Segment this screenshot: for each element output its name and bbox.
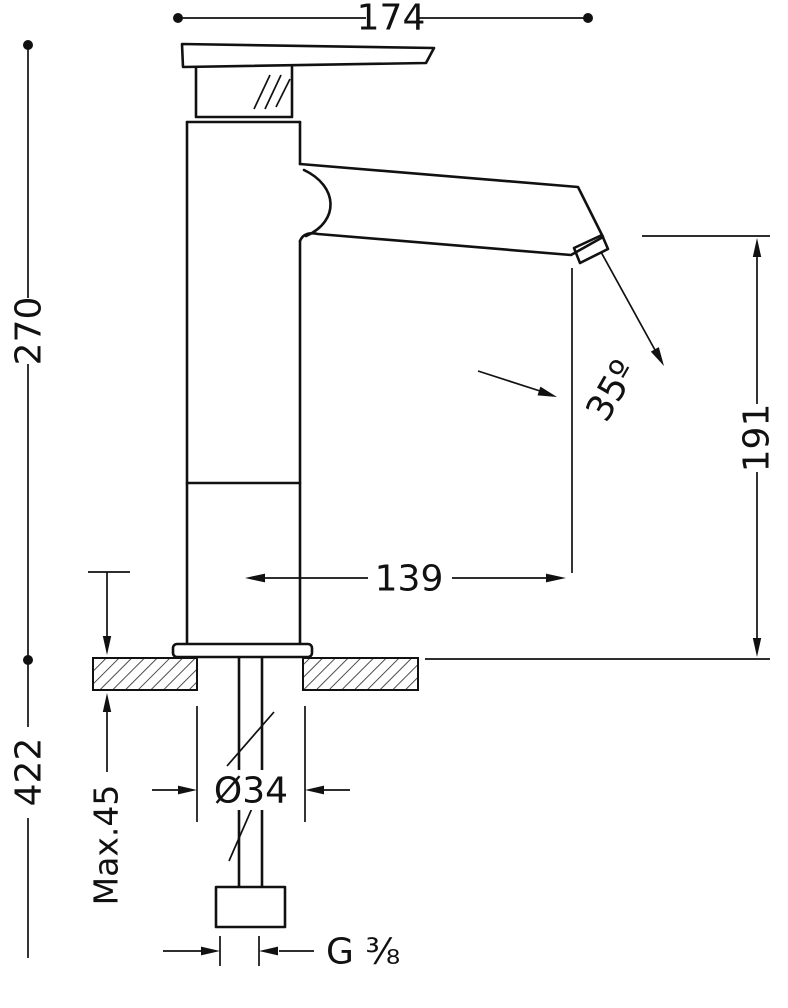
label-height-191: 191 xyxy=(737,404,778,473)
faucet-body xyxy=(171,120,314,659)
dim-angle-35: 35º xyxy=(477,251,664,573)
dim-thread-g38: G ⅜ xyxy=(163,932,400,973)
dim-reach-139: 139 xyxy=(245,559,566,600)
label-width-174: 174 xyxy=(357,0,426,39)
label-thread-g38: G ⅜ xyxy=(326,932,400,973)
lever-handle xyxy=(180,42,436,119)
label-reach-139: 139 xyxy=(375,559,444,600)
dim-height-191: 191 xyxy=(425,235,778,660)
label-diameter-34: Ø34 xyxy=(214,771,288,812)
dim-diameter-34: Ø34 xyxy=(152,706,350,822)
dim-max-45: Max.45 xyxy=(87,571,130,906)
dim-height-270-422: 270 422 xyxy=(9,40,50,958)
label-angle-35: 35º xyxy=(579,354,646,429)
base-flange xyxy=(171,642,314,659)
dim-width-174: 174 xyxy=(173,0,593,39)
thread-connector xyxy=(214,885,287,929)
countertop-section xyxy=(92,657,419,691)
label-height-422: 422 xyxy=(9,738,50,807)
label-height-270: 270 xyxy=(9,297,50,366)
aerator-tip xyxy=(572,233,610,265)
label-max-45: Max.45 xyxy=(87,785,126,906)
spout xyxy=(298,162,610,265)
